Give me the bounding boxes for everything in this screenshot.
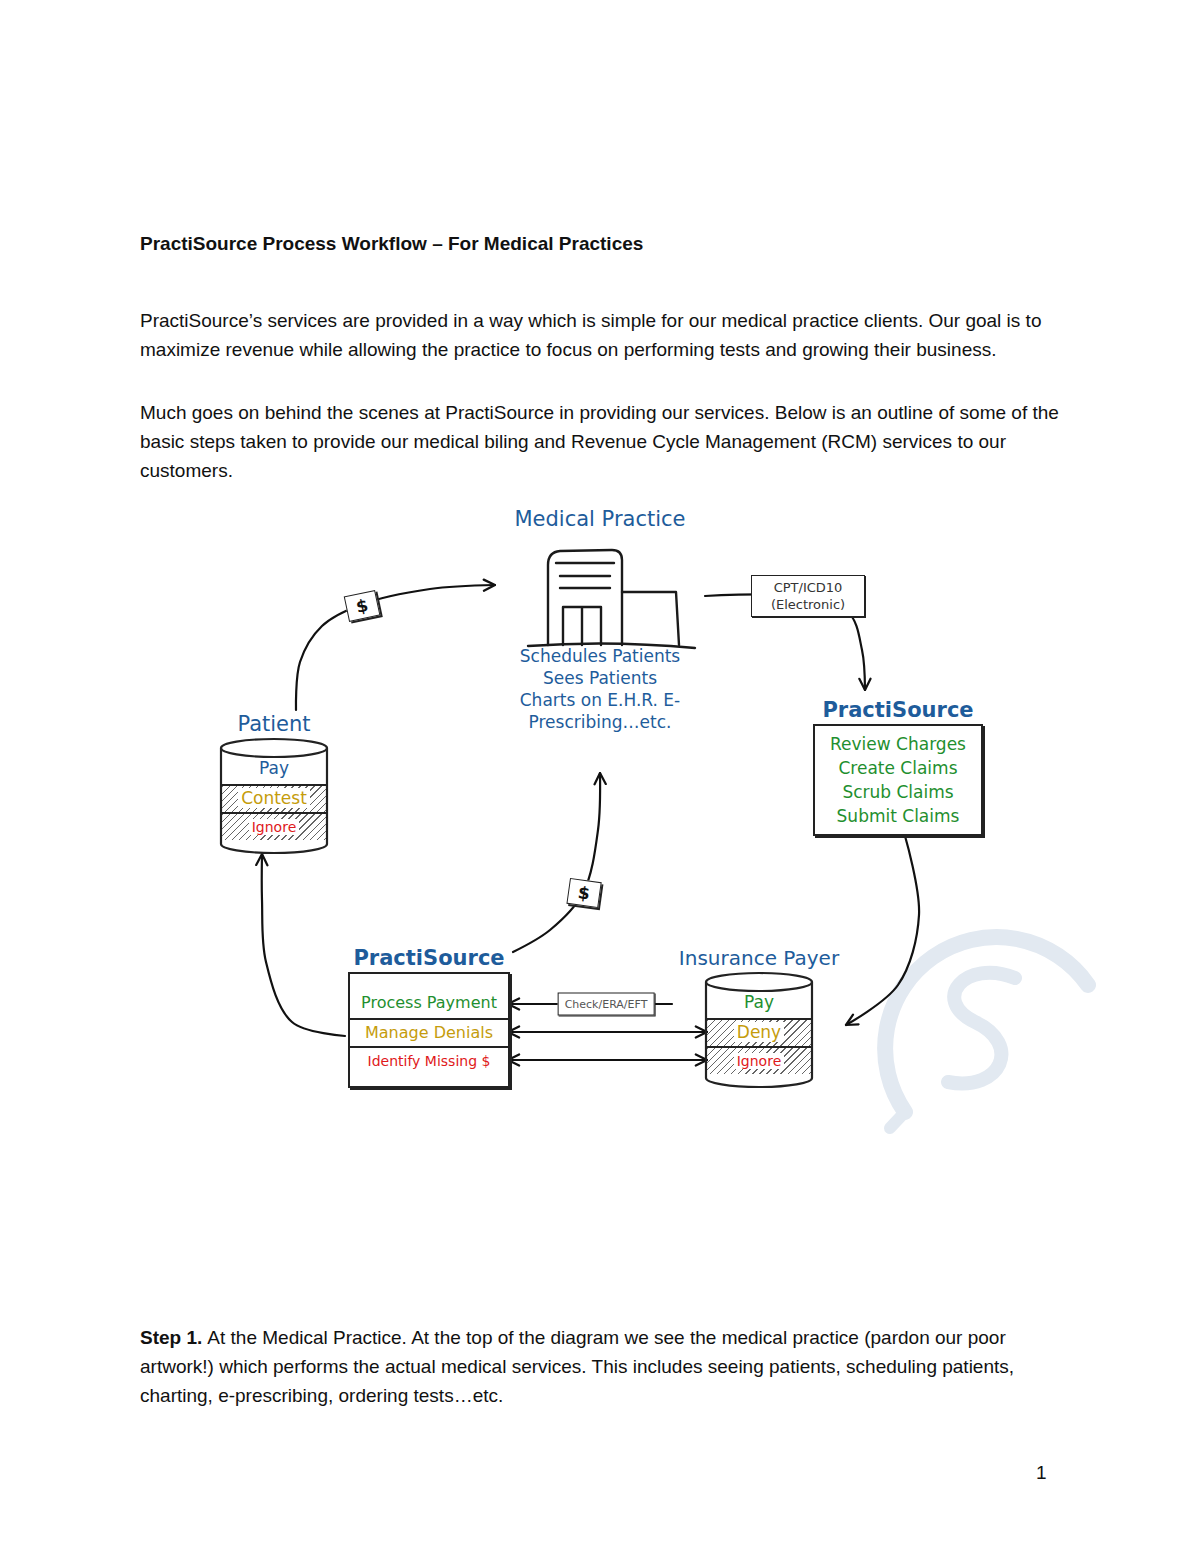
page-title: PractiSource Process Workflow – For Medi… [140, 233, 643, 254]
node-body: Schedules Patients Sees Patients Charts … [513, 645, 687, 733]
task-box: Process PaymentManage DenialsIdentify Mi… [348, 972, 510, 1088]
payer-node: Insurance PayerPayDenyIgnore [672, 944, 846, 1088]
text-block: PractiSource’s services are provided in … [140, 306, 1070, 364]
building-wall [548, 550, 622, 645]
building-icon [528, 550, 695, 648]
node-heading: PractiSource [812, 696, 984, 724]
building-window [560, 576, 610, 588]
intro-paragraph: Much goes on behind the scenes at Practi… [140, 402, 1059, 481]
outcome-label: Deny [734, 1022, 784, 1042]
cylinder-line [706, 973, 812, 1087]
building-door [563, 607, 601, 645]
outcome-label: Ignore [249, 819, 300, 835]
connector-arrow [513, 773, 600, 952]
patient-node: PatientPayContestIgnore [215, 710, 333, 854]
task-row: Process Payment [350, 990, 508, 1018]
connector-arrow [296, 585, 495, 710]
cylinder: PayDenyIgnore [705, 972, 813, 1088]
step-paragraph: At the Medical Practice. At the top of t… [140, 1327, 1014, 1406]
intro-paragraph: PractiSource’s services are provided in … [140, 310, 1041, 360]
outcome-label: Contest [238, 788, 310, 808]
document-tag: CPT/ICD10 (Electronic) [751, 575, 865, 617]
task-box: Review Charges Create Claims Scrub Claim… [813, 724, 983, 836]
outcome-band: Ignore [222, 812, 326, 840]
building-line [556, 562, 614, 564]
text-block: PractiSource Process Workflow – For Medi… [140, 229, 1070, 258]
dollar-bill: $ [566, 878, 601, 908]
watermark-arc [885, 937, 1088, 1112]
icon-space [495, 533, 705, 645]
watermark-tail [890, 1112, 905, 1128]
node-heading: Insurance Payer [672, 944, 846, 972]
outcome-band: Ignore [707, 1046, 811, 1074]
outcome-label: Manage Denials [362, 1023, 496, 1042]
cylinder-line [221, 739, 327, 853]
task-row: Manage Denials [350, 1018, 508, 1046]
outcome-band: Pay [707, 990, 811, 1018]
watermark-logo [885, 937, 1088, 1128]
node-body: Review Charges Create Claims Scrub Claim… [823, 732, 973, 828]
connector-arrow [846, 836, 919, 1025]
connector-arrow [508, 1031, 707, 1033]
text-block: Step 1.At the Medical Practice. At the t… [140, 1323, 1070, 1410]
node-heading: Patient [215, 710, 333, 738]
cylinder: PayContestIgnore [220, 738, 328, 854]
connector-arrow [508, 1059, 707, 1061]
practice-node: Medical PracticeSchedules Patients Sees … [495, 505, 705, 773]
step-paragraph: Step 1. [140, 1327, 202, 1348]
connector-arrow [262, 854, 345, 1036]
outcome-label: Ignore [734, 1053, 785, 1069]
outcome-band: Pay [222, 756, 326, 784]
dollar-bill: $ [344, 590, 381, 622]
outcome-band: Deny [707, 1018, 811, 1046]
watermark-s [948, 973, 1015, 1084]
task-row: Identify Missing $ [350, 1046, 508, 1074]
building-wing [622, 592, 679, 645]
node-heading: Medical Practice [495, 505, 705, 533]
outcome-label: Pay [741, 992, 777, 1012]
outcome-label: Identify Missing $ [365, 1053, 494, 1069]
outcome-label: Pay [256, 758, 292, 778]
outcome-band: Contest [222, 784, 326, 812]
node-heading: PractiSource [345, 944, 513, 972]
text-block: 1 [1036, 1458, 1066, 1487]
text-block: Much goes on behind the scenes at Practi… [140, 398, 1070, 485]
payment-tag: Check/ERA/EFT [558, 993, 655, 1016]
billing-node: PractiSourceReview Charges Create Claims… [812, 690, 984, 836]
page-number: 1 [1036, 1462, 1047, 1483]
outcome-label: Process Payment [358, 993, 500, 1012]
billing-node: PractiSourceProcess PaymentManage Denial… [345, 944, 513, 1088]
